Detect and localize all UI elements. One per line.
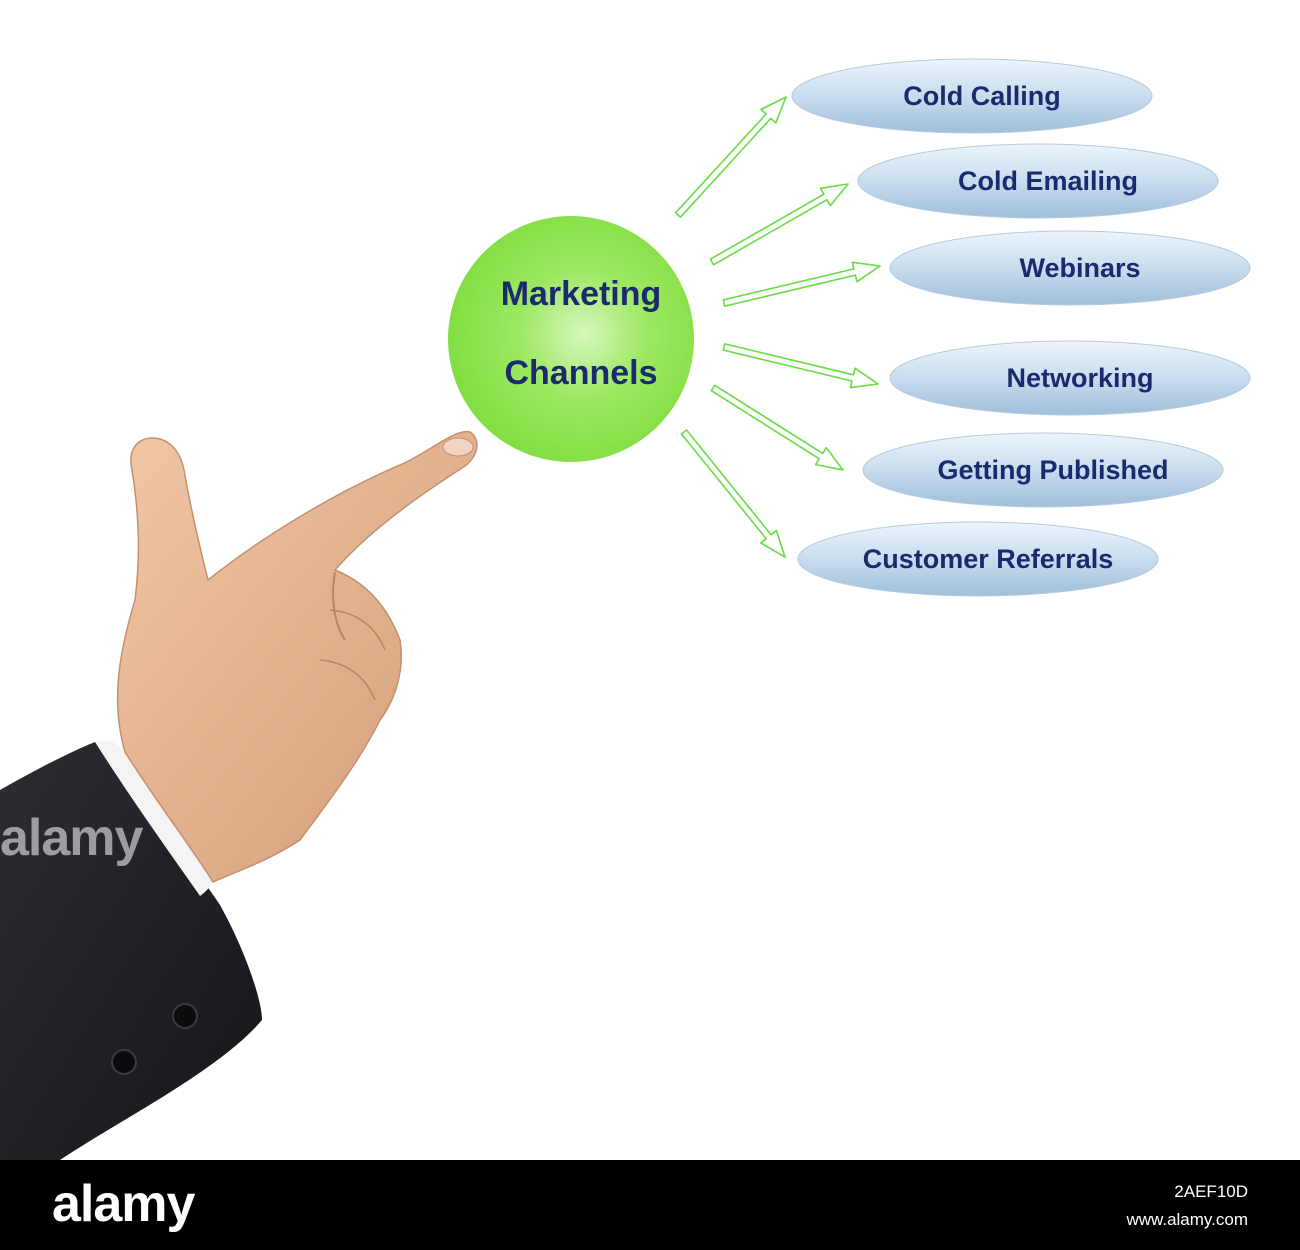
arrow-6 — [680, 429, 786, 558]
channel-oval — [791, 58, 1153, 134]
channel-node: Cold Emailing — [857, 143, 1219, 219]
channel-node: Webinars — [889, 230, 1251, 306]
pointing-hand-illustration — [0, 430, 478, 1160]
knuckle-line — [319, 659, 376, 701]
shirt-cuff — [95, 740, 213, 896]
channel-label: Networking — [1006, 363, 1153, 393]
channel-oval — [797, 521, 1159, 597]
channel-label: Webinars — [1019, 253, 1140, 283]
footer-url: www.alamy.com — [1126, 1210, 1248, 1229]
channel-label: Cold Emailing — [958, 166, 1138, 196]
watermark-side-logo: alamy — [0, 809, 143, 867]
sleeve-button-icon — [111, 1049, 137, 1075]
sleeve-button-icon — [172, 1003, 198, 1029]
channel-oval — [889, 340, 1251, 416]
knuckle-line — [329, 609, 386, 651]
arrow-2 — [709, 183, 849, 266]
hand — [116, 430, 478, 883]
suit-sleeve — [0, 742, 262, 1160]
arrow-1 — [674, 96, 787, 218]
channel-label: Customer Referrals — [863, 544, 1114, 574]
channel-label: Getting Published — [937, 455, 1168, 485]
arrow-4 — [722, 343, 879, 389]
fingernail — [442, 437, 474, 457]
channel-oval — [857, 143, 1219, 219]
channel-node: Networking — [889, 340, 1251, 416]
center-label-line2: Channels — [504, 354, 657, 392]
footer-bar: alamy 2AEF10D www.alamy.com — [0, 1160, 1300, 1250]
channel-node: Customer Referrals — [797, 521, 1159, 597]
channel-node: Getting Published — [862, 432, 1224, 508]
arrows-group — [674, 96, 881, 558]
arrow-3 — [722, 261, 881, 307]
channel-node: Cold Calling — [791, 58, 1153, 134]
channel-oval — [889, 230, 1251, 306]
image-id: 2AEF10D — [1174, 1182, 1248, 1201]
center-label-line1: Marketing — [501, 275, 662, 313]
footer-logo: alamy — [52, 1175, 195, 1233]
channel-label: Cold Calling — [903, 81, 1061, 111]
channel-oval — [862, 432, 1224, 508]
arrow-5 — [710, 384, 844, 471]
center-circle — [448, 216, 694, 462]
center-node: Marketing Channels — [448, 216, 694, 462]
